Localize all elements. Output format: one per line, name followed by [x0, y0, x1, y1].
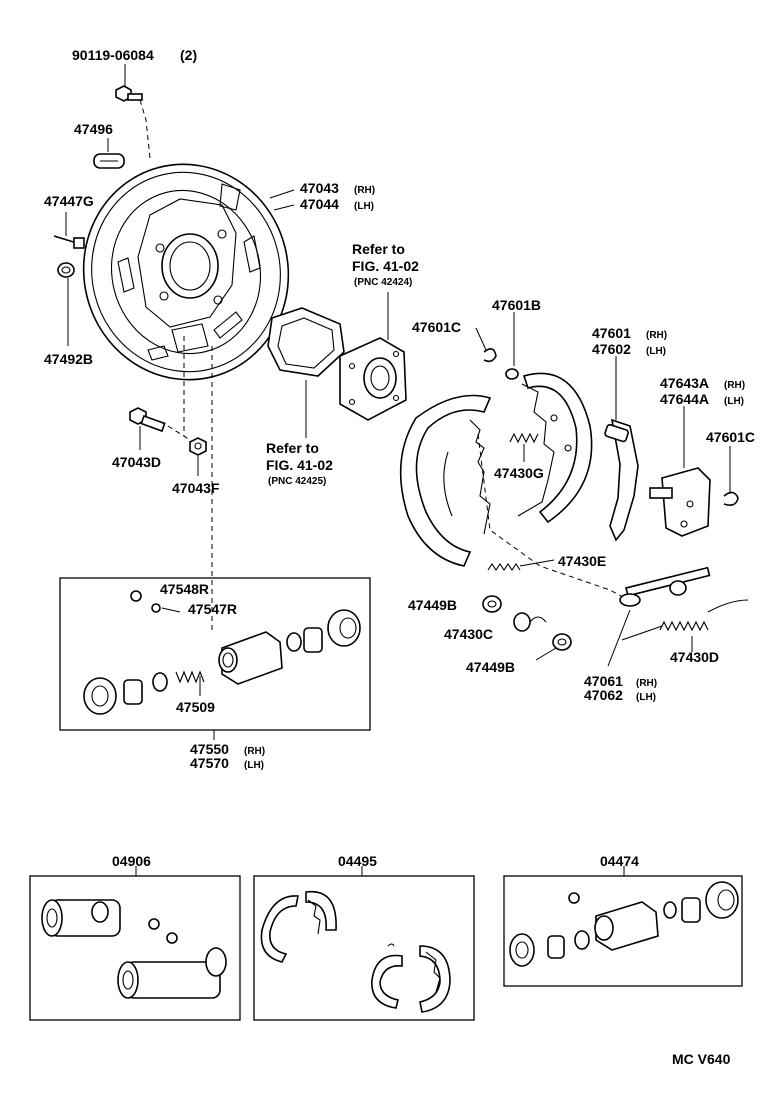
bolt-47043d-icon — [129, 407, 166, 433]
label-adjuster-rh: 47061 — [584, 673, 623, 689]
brake-shoe-rear-icon — [517, 372, 593, 524]
label-bolt-90119-qty: (2) — [180, 47, 197, 63]
spring-47430c-icon — [513, 612, 547, 632]
wheel-cylinder-group-box — [59, 577, 371, 731]
label-strut-lh: 47644A — [660, 391, 709, 407]
spring-47430d-icon — [621, 599, 749, 641]
label-cyl-lh-side: (LH) — [244, 760, 264, 771]
ref-top-line3: (PNC 42424) — [354, 277, 412, 288]
label-bleeder-47447g: 47447G — [44, 193, 94, 209]
label-spring-47509: 47509 — [176, 699, 215, 715]
label-strut-lh-side: (LH) — [724, 396, 744, 407]
label-cap-47492b: 47492B — [44, 351, 93, 367]
label-bolt-47043d: 47043D — [112, 454, 161, 470]
label-plate-rh-side: (RH) — [354, 185, 375, 196]
kit-04474-cylinder-parts-icon — [509, 881, 739, 967]
adjuster-icon — [619, 566, 711, 607]
ref-mid-line2: FIG. 41-02 — [266, 457, 333, 473]
label-lever-rh: 47601 — [592, 325, 631, 341]
label-cyl-rh: 47550 — [190, 741, 229, 757]
label-cup-47449b: 47449B — [408, 597, 457, 613]
label-spring-47430g: 47430G — [494, 465, 544, 481]
label-plate-rh: 47043 — [300, 180, 339, 196]
label-lever-lh: 47602 — [592, 341, 631, 357]
wheel-cylinder-body-icon — [218, 631, 283, 685]
piston-cup-right-icon — [286, 609, 361, 653]
label-strut-rh: 47643A — [660, 375, 709, 391]
cap-47492b-icon — [57, 262, 75, 278]
label-cyl-lh: 47570 — [190, 755, 229, 771]
hub-bearing-icon — [339, 337, 407, 421]
cup-47449b-icon — [482, 595, 502, 613]
parking-lever-icon — [604, 418, 639, 542]
label-plate-lh-side: (LH) — [354, 201, 374, 212]
label-nut-47043f: 47043F — [172, 480, 220, 496]
ref-mid-line3: (PNC 42425) — [268, 476, 326, 487]
label-boot-47548r: 47548R — [160, 581, 209, 597]
label-kit-04474: 04474 — [600, 853, 639, 869]
spring-47430g-icon — [509, 432, 539, 444]
label-lever-rh-side: (RH) — [646, 330, 667, 341]
spring-47430e-icon — [487, 563, 521, 571]
label-strut-rh-side: (RH) — [724, 380, 745, 391]
ref-top-line2: FIG. 41-02 — [352, 258, 419, 274]
nut-47043f-icon — [189, 437, 207, 456]
label-cyl-rh-side: (RH) — [244, 746, 265, 757]
label-adjuster-lh-side: (LH) — [636, 692, 656, 703]
label-clip-47601c: 47601C — [412, 319, 461, 335]
kit-04495-box — [253, 875, 475, 1021]
kit-04906-box — [29, 875, 241, 1021]
spring-47509-icon — [175, 670, 205, 684]
bolt-90119-icon — [115, 85, 143, 102]
label-spring-47430d: 47430D — [670, 649, 719, 665]
label-lever-lh-side: (LH) — [646, 346, 666, 357]
piston-cup-left-icon — [83, 672, 168, 715]
clip-47601c-icon — [483, 348, 497, 363]
bleeder-47447g-icon — [53, 235, 85, 249]
ref-mid-line1: Refer to — [266, 440, 319, 456]
footer-code: MC V640 — [672, 1051, 731, 1067]
boot-47548r-icon — [130, 590, 142, 602]
label-adjuster-rh-side: (RH) — [636, 678, 657, 689]
kit-04474-box — [503, 875, 743, 987]
label-washer-47601b: 47601B — [492, 297, 541, 313]
kit-04495-shoes-icon — [260, 890, 451, 1013]
ref-top-line1: Refer to — [352, 241, 405, 257]
cup-47449b-lower-icon — [552, 633, 572, 651]
kit-04906-cylinder-parts-icon — [41, 899, 227, 999]
clip-47601c-right-icon — [723, 491, 739, 506]
label-cup-47449b-lower: 47449B — [466, 659, 515, 675]
brake-shoe-front-icon — [399, 394, 492, 567]
label-spring-47430e: 47430E — [558, 553, 606, 569]
bleeder-47547r-icon — [151, 603, 181, 613]
washer-47601b-icon — [505, 368, 519, 380]
label-bolt-90119: 90119-06084 — [72, 47, 154, 63]
label-clip-47601c-right: 47601C — [706, 429, 755, 445]
gasket-icon — [267, 307, 345, 377]
label-plug-47496: 47496 — [74, 121, 113, 137]
label-plate-lh: 47044 — [300, 196, 339, 212]
label-spring-47430c: 47430C — [444, 626, 493, 642]
label-adjuster-lh: 47062 — [584, 687, 623, 703]
plug-47496-icon — [93, 153, 125, 169]
strut-icon — [649, 467, 711, 537]
backing-plate-icon — [82, 163, 290, 381]
label-bleeder-47547r: 47547R — [188, 601, 237, 617]
label-kit-04906: 04906 — [112, 853, 151, 869]
label-kit-04495: 04495 — [338, 853, 377, 869]
